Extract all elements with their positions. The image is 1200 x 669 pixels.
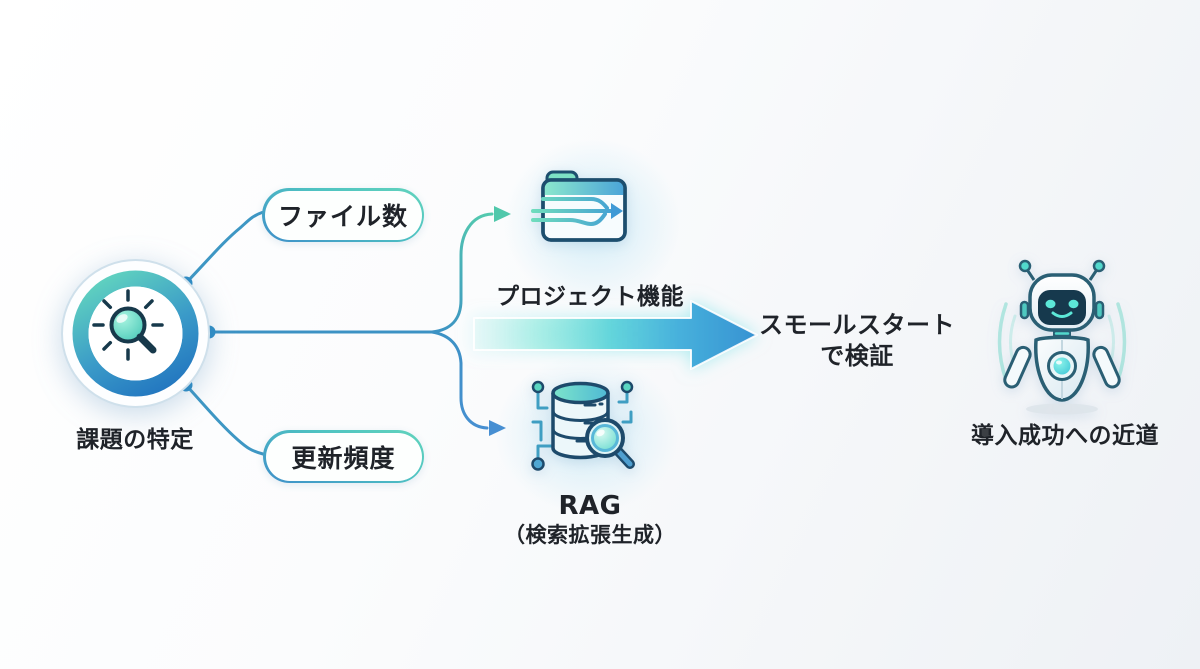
big-arrow bbox=[473, 300, 758, 370]
link-hub-files bbox=[184, 211, 264, 285]
factor-pill-files-label: ファイル数 bbox=[264, 190, 422, 240]
magnifier-sun-icon bbox=[61, 259, 210, 408]
verify-label-line2: で検証 bbox=[820, 342, 894, 370]
folder-flow-icon bbox=[531, 170, 627, 242]
verify-label: スモールスタート で検証 bbox=[752, 310, 962, 372]
robot-icon bbox=[997, 259, 1127, 415]
branch-to-project bbox=[430, 212, 494, 334]
verify-label-line1: スモールスタート bbox=[759, 311, 955, 339]
rag-label: RAG （検索拡張生成） bbox=[470, 491, 710, 548]
hub-label: 課題の特定 bbox=[76, 427, 194, 453]
outcome-label: 導入成功への近道 bbox=[971, 423, 1159, 449]
factor-pill-frequency: 更新頻度 bbox=[263, 430, 424, 483]
database-search-icon bbox=[531, 380, 635, 471]
rag-subtitle: （検索拡張生成） bbox=[504, 522, 676, 547]
rag-title: RAG bbox=[558, 491, 622, 521]
branch-to-rag bbox=[430, 330, 489, 430]
project-feature-label: プロジェクト機能 bbox=[496, 284, 684, 310]
link-hub-frequency bbox=[184, 383, 265, 456]
factor-pill-frequency-label: 更新頻度 bbox=[265, 432, 422, 481]
factor-pill-files: ファイル数 bbox=[262, 188, 424, 242]
arrowhead-project bbox=[494, 206, 511, 222]
arrowhead-rag bbox=[489, 420, 506, 436]
